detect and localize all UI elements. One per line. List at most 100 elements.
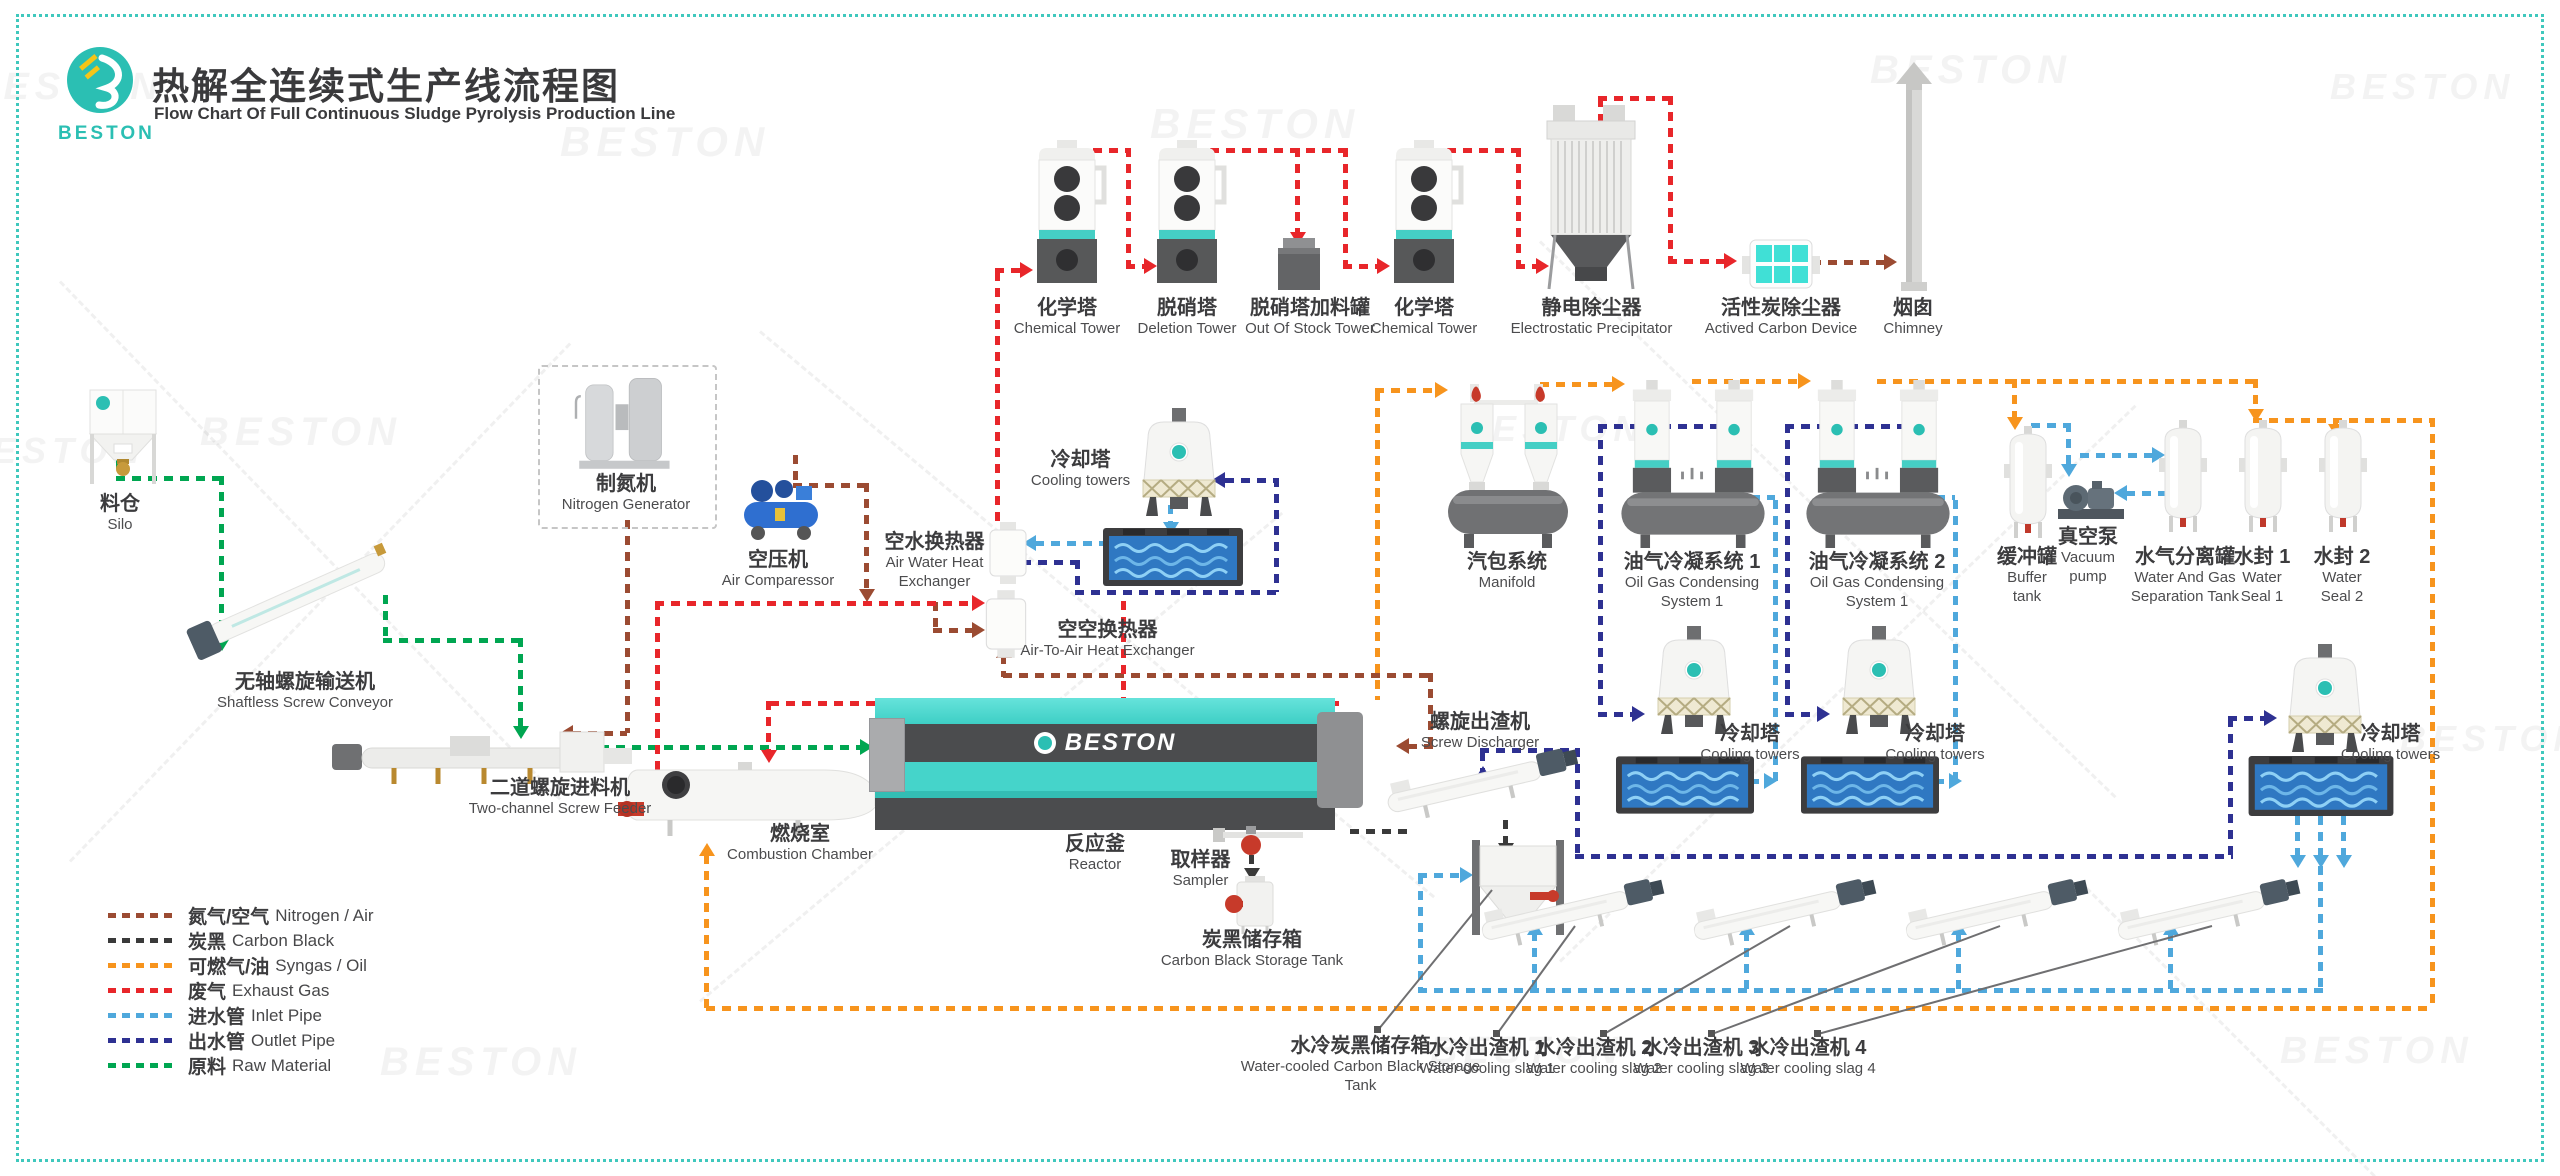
pipe-inlet-water: [2080, 453, 2158, 458]
pipe-exhaust-tower: [1598, 96, 1673, 101]
nitrogen-generator-graphic: [574, 377, 671, 470]
water-pool-graphic: [1103, 528, 1243, 586]
arrow-outlet-water: [1817, 706, 1830, 722]
pipe-raw-material: [383, 595, 388, 640]
pipe-syngas: [1375, 388, 1441, 393]
pipe-carbon-black: [1350, 829, 1410, 834]
pipe-outlet-water: [1785, 424, 1790, 716]
pipe-exhaust: [1121, 601, 1126, 701]
beston-watermark: BESTON: [200, 410, 402, 454]
reactor-top-band: [875, 698, 1335, 724]
pipe-exhaust-tower: [1668, 96, 1673, 261]
pipe-syngas: [2012, 379, 2017, 421]
pipe-outlet-water: [1480, 752, 1485, 774]
pipe-exhaust-tower: [1516, 264, 1542, 269]
water-pool-graphic: [1616, 756, 1754, 814]
reactor-logo-icon: [1033, 732, 1056, 754]
arrow-exhaust: [1020, 262, 1033, 278]
pipe-outlet-water: [2228, 718, 2233, 858]
water-seal-2-graphic: [2317, 420, 2369, 532]
pipe-hot-air: [1408, 744, 1433, 749]
reactor-shell-band: [875, 762, 1335, 798]
shaftless-screw-conveyor-graphic: [184, 542, 397, 662]
pipe-exhaust-tower: [1061, 148, 1131, 153]
pipe-exhaust-tower: [1598, 98, 1603, 136]
arrow-exhaust-tower: [1377, 258, 1390, 274]
deletion-tower-graphic: [1145, 140, 1229, 290]
pipe-exhaust-tower: [1516, 148, 1521, 266]
pipe-inlet-water: [1418, 988, 2323, 993]
manifold-graphic: [1448, 383, 1568, 549]
cooling-tower-graphic: [1842, 626, 1916, 734]
brand-name: BESTON: [58, 123, 155, 144]
pipe-air: [933, 602, 938, 632]
chemical-tower-1-graphic: [1025, 140, 1109, 290]
legend-dash-raw-material: [108, 1063, 174, 1068]
pipe-inlet-water: [2126, 491, 2178, 496]
pipe-raw-material: [518, 638, 523, 728]
actived-carbon-device-graphic: [1742, 239, 1820, 289]
pipe-inlet-water: [2341, 816, 2346, 860]
pipe-syngas: [2253, 379, 2258, 413]
pipe-air: [864, 483, 869, 591]
arrow-air: [972, 622, 985, 638]
arrow-hot-air: [1396, 738, 1409, 754]
pipe-exhaust: [655, 601, 660, 776]
arrow-inlet-water: [1460, 867, 1473, 883]
pipe-inlet-water: [2318, 866, 2323, 992]
beston-watermark: BESTON: [380, 1040, 582, 1084]
pipe-syngas-recycle: [704, 855, 709, 1008]
pipe-carbon-black: [1503, 820, 1508, 848]
pipe-outlet-water: [1598, 712, 1638, 717]
arrow-syngas: [2007, 417, 2023, 430]
oil-gas-condensing-system-2-graphic: [1804, 380, 1952, 548]
beston-watermark: BESTON: [1430, 1030, 1624, 1072]
pipe-raw-material: [116, 476, 224, 481]
cooling-tower-graphic: [1657, 626, 1731, 734]
pipe-syngas: [1692, 379, 1804, 384]
pipe-air: [933, 628, 978, 633]
reactor-drive-end: [1317, 712, 1363, 808]
pipe-exhaust-tower: [1126, 148, 1131, 266]
pipe-inlet-water: [1953, 500, 1958, 783]
buffer-tank-graphic: [2002, 426, 2054, 538]
arrow-exhaust-tower: [1144, 258, 1157, 274]
pipe-inlet-water: [1750, 779, 1768, 784]
pipe-to-chimney: [1812, 260, 1890, 265]
pipe-syngas: [2333, 418, 2338, 428]
pipe-exhaust-tower: [1668, 259, 1730, 264]
pipe-syngas-recycle: [706, 1006, 2432, 1011]
pipe-outlet-water: [1575, 748, 1580, 858]
pipe-raw-material: [219, 476, 224, 640]
arrow-air: [859, 589, 875, 602]
beston-watermark: BESTON: [1150, 100, 1361, 147]
electrostatic-precipitator-graphic: [1545, 105, 1637, 291]
pipe-nitrogen: [625, 520, 630, 733]
pipe-outlet-water: [1274, 478, 1279, 592]
pipe-outlet-water: [1480, 748, 1580, 753]
pipe-air: [793, 483, 868, 488]
chemical-tower-2-graphic: [1382, 140, 1466, 290]
water-seal-1-graphic: [2237, 420, 2289, 532]
page-title: 热解全连续式生产线流程图: [152, 66, 620, 107]
pipe-outlet-water: [1785, 712, 1823, 717]
